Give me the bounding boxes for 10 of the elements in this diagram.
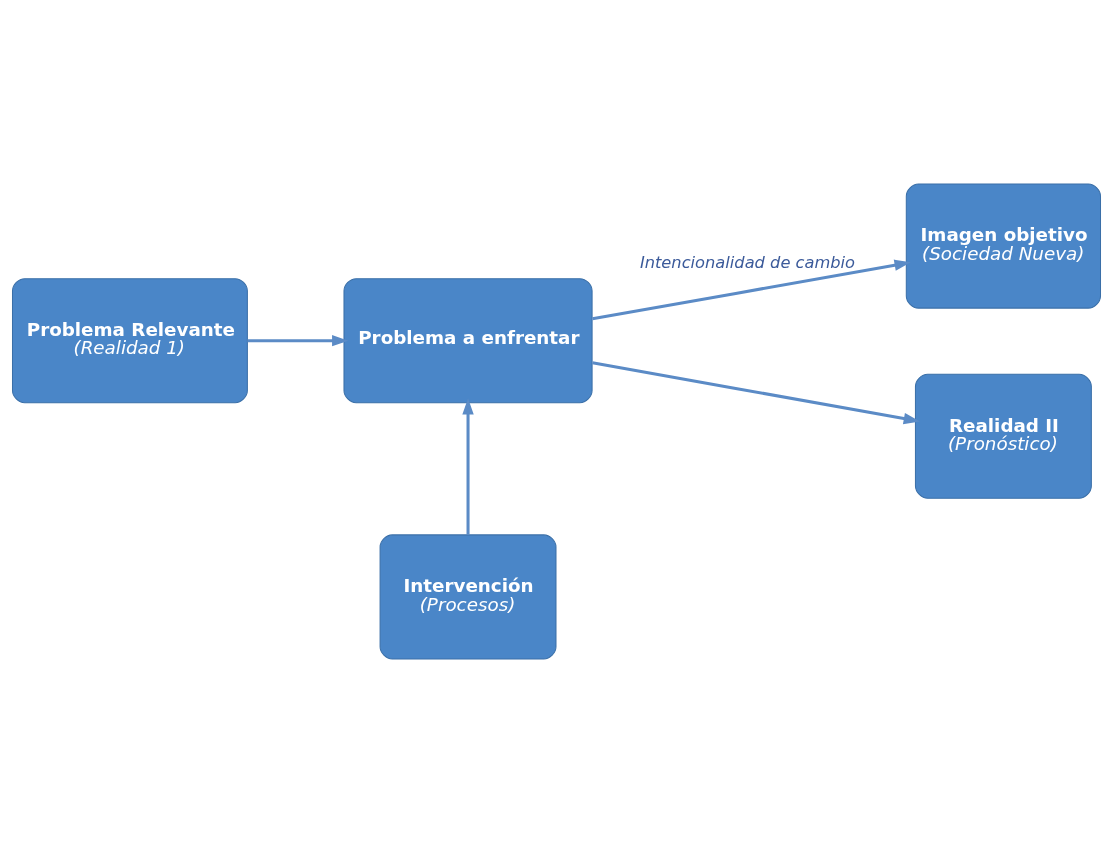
edge-label: Intencionalidad de cambio [639,252,856,272]
node-box: Imagen objetivo (Sociedad Nueva) [905,183,1101,309]
arrow [462,397,474,535]
arrow [247,334,349,346]
node-box: Realidad II (Pronóstico) [914,373,1092,499]
node-box: Intervención (Procesos) [379,533,557,659]
node-box: Problema a enfrentar [343,277,593,403]
node-box: Problema Relevante (Realidad 1) [12,277,248,403]
arrow [592,360,920,424]
arrow [592,259,911,320]
